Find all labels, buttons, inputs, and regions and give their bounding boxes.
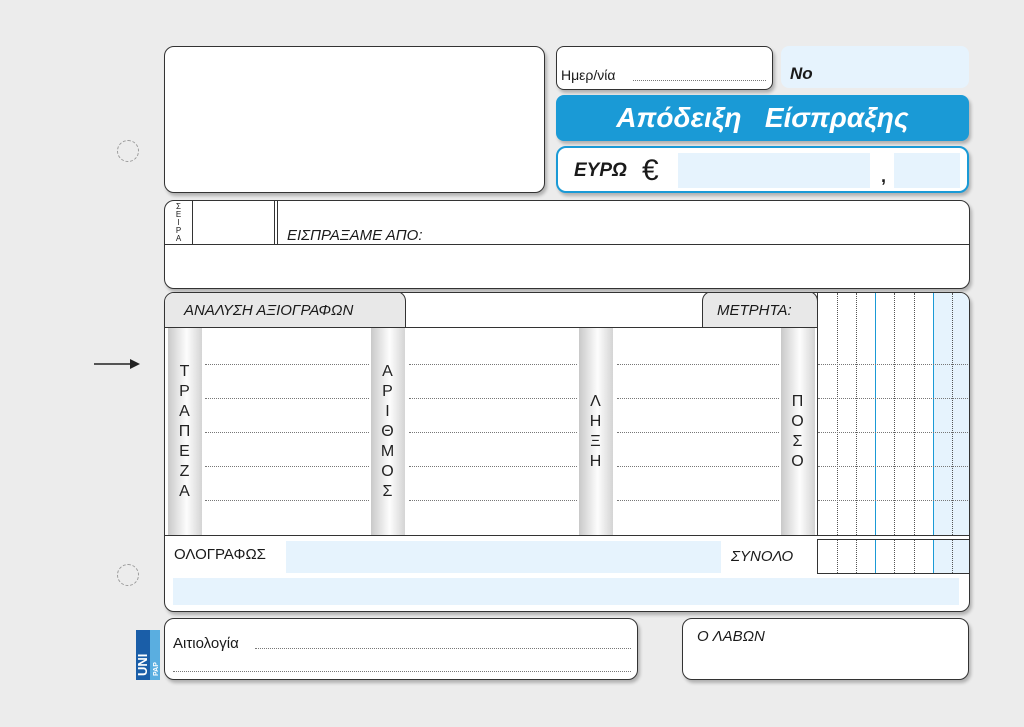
cash-label: ΜΕΤΡΗΤΑ: — [717, 302, 792, 319]
cheque-line[interactable] — [617, 466, 779, 467]
cheque-line[interactable] — [205, 466, 369, 467]
cheque-line[interactable] — [409, 466, 577, 467]
cheque-line[interactable] — [205, 364, 369, 365]
cash-line — [818, 432, 969, 433]
unipap-logo: UNI PAP — [135, 630, 160, 680]
total-label: ΣΥΝΟΛΟ — [731, 548, 794, 565]
total-grid-dots — [837, 540, 838, 573]
arrow-right-icon — [94, 356, 140, 372]
column-number-separator — [371, 328, 405, 535]
cash-grid-line — [875, 293, 876, 535]
cheque-line[interactable] — [409, 500, 577, 501]
column-expiry-separator — [579, 328, 613, 535]
cash-grid-dots — [894, 293, 895, 535]
cash-grid-dots — [952, 293, 953, 535]
cash-grid-dots — [856, 293, 857, 535]
received-from-label: ΕΙΣΠΡΑΞΑΜΕ ΑΠΟ: — [287, 227, 423, 244]
receiver-label: Ο ΛΑΒΩΝ — [697, 628, 765, 645]
totals-divider — [165, 535, 969, 536]
cash-line — [818, 364, 969, 365]
cash-grid[interactable] — [817, 293, 969, 535]
total-grid-dots — [914, 540, 915, 573]
currency-label: ΕΥΡΩ — [574, 160, 627, 181]
svg-text:PAP: PAP — [153, 662, 160, 676]
total-grid-line — [875, 540, 876, 573]
cheque-line[interactable] — [617, 432, 779, 433]
total-grid-dots — [894, 540, 895, 573]
reason-line-2 — [173, 671, 631, 672]
analysis-tab-label: ΑΝΑΛΥΣΗ ΑΞΙΟΓΡΑΦΩΝ — [184, 302, 354, 319]
series-label: Σ Ε Ι Ρ Α — [165, 201, 193, 244]
in-words-second-line[interactable] — [173, 578, 959, 605]
receipt-title: Απόδειξη Είσπραξης — [616, 102, 909, 133]
cheque-line[interactable] — [617, 398, 779, 399]
number-field: No — [781, 46, 969, 88]
punch-hole-top — [117, 140, 139, 162]
cash-grid-dots — [837, 293, 838, 535]
cheque-line[interactable] — [617, 500, 779, 501]
in-words-label: ΟΛΟΓΡΑΦΩΣ — [174, 546, 266, 563]
received-from-box[interactable]: Σ Ε Ι Ρ Α ΕΙΣΠΡΑΞΑΜΕ ΑΠΟ: — [164, 200, 970, 289]
series-box[interactable]: Σ Ε Ι Ρ Α — [165, 201, 275, 245]
total-grid[interactable] — [817, 539, 969, 574]
svg-text:UNI: UNI — [136, 654, 150, 676]
series-divider — [277, 201, 278, 245]
cash-grid-dots — [914, 293, 915, 535]
date-line — [633, 80, 766, 81]
analysis-tab: ΑΝΑΛΥΣΗ ΑΞΙΟΓΡΑΦΩΝ — [165, 293, 406, 328]
amount-box[interactable]: ΕΥΡΩ € , — [556, 146, 969, 193]
in-words-field[interactable] — [286, 541, 721, 573]
header-divider — [165, 327, 817, 328]
cheque-line[interactable] — [205, 500, 369, 501]
cheque-line[interactable] — [205, 432, 369, 433]
cheque-line[interactable] — [205, 398, 369, 399]
total-grid-dots — [952, 540, 953, 573]
cents-field[interactable] — [894, 153, 960, 188]
total-grid-dots — [856, 540, 857, 573]
receiver-box[interactable]: Ο ΛΑΒΩΝ — [682, 618, 969, 680]
cash-line — [818, 500, 969, 501]
cash-line — [818, 466, 969, 467]
total-grid-line — [933, 540, 934, 573]
total-cents-fill — [933, 540, 969, 573]
column-amount-separator — [781, 328, 815, 535]
title-banner: Απόδειξη Είσπραξης — [556, 95, 969, 141]
cash-cents-fill — [933, 293, 969, 535]
reason-line-1 — [255, 648, 631, 649]
cash-grid-line — [933, 293, 934, 535]
date-label: Ημερ/νία — [561, 67, 616, 83]
number-label: No — [790, 64, 813, 83]
cheque-line[interactable] — [409, 398, 577, 399]
reason-label: Αιτιολογία — [173, 635, 239, 652]
cheque-line[interactable] — [409, 364, 577, 365]
cash-line — [818, 398, 969, 399]
cash-tab: ΜΕΤΡΗΤΑ: — [702, 293, 818, 328]
issuer-box[interactable] — [164, 46, 545, 193]
reason-box[interactable]: Αιτιολογία — [164, 618, 638, 680]
received-from-divider — [165, 244, 969, 245]
euro-icon: € — [642, 154, 659, 187]
decimal-comma: , — [881, 166, 887, 186]
column-bank-separator — [168, 328, 202, 535]
punch-hole-bottom — [117, 564, 139, 586]
cheque-line[interactable] — [409, 432, 577, 433]
date-box[interactable]: Ημερ/νία — [556, 46, 773, 90]
cheque-line[interactable] — [617, 364, 779, 365]
amount-field[interactable] — [678, 153, 870, 188]
